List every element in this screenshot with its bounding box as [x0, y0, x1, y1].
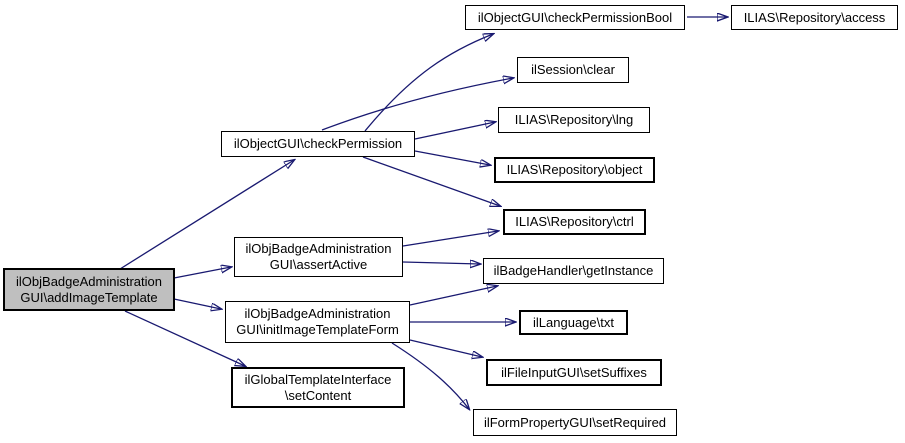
node-check-permission[interactable]: ilObjectGUI\checkPermission — [221, 131, 415, 157]
edge-addImageTemplate-checkPermission — [119, 160, 294, 270]
edge-addImageTemplate-setContent — [124, 310, 245, 366]
node-badge-handler-get-instance[interactable]: ilBadgeHandler\getInstance — [483, 258, 664, 284]
edge-initImageTemplateForm-setRequired — [391, 342, 469, 409]
node-assert-active[interactable]: ilObjBadgeAdministration GUI\assertActiv… — [234, 237, 403, 277]
edge-checkPermission-clear — [321, 78, 513, 131]
node-repository-object[interactable]: ILIAS\Repository\object — [494, 157, 655, 183]
node-set-content[interactable]: ilGlobalTemplateInterface \setContent — [231, 367, 405, 408]
edge-checkPermission-checkPermissionBool — [364, 34, 493, 132]
edge-addImageTemplate-assertActive — [173, 267, 231, 279]
node-form-property-set-required[interactable]: ilFormPropertyGUI\setRequired — [473, 409, 677, 436]
node-check-permission-bool[interactable]: ilObjectGUI\checkPermissionBool — [465, 5, 685, 30]
node-repository-access[interactable]: ILIAS\Repository\access — [731, 5, 898, 30]
edge-checkPermission-ctrl — [362, 156, 500, 206]
edge-initImageTemplateForm-getInstance — [409, 286, 497, 306]
node-language-txt[interactable]: ilLanguage\txt — [519, 310, 628, 335]
edge-addImageTemplate-initImageTemplateForm — [173, 298, 221, 309]
edge-checkPermission-lng — [414, 122, 495, 140]
edge-initImageTemplateForm-setSuffixes — [409, 339, 482, 357]
node-repository-ctrl[interactable]: ILIAS\Repository\ctrl — [503, 209, 646, 235]
node-add-image-template[interactable]: ilObjBadgeAdministration GUI\addImageTem… — [3, 268, 175, 311]
node-init-image-template-form[interactable]: ilObjBadgeAdministration GUI\initImageTe… — [225, 301, 410, 343]
edge-assertActive-ctrl — [402, 231, 498, 247]
node-file-input-set-suffixes[interactable]: ilFileInputGUI\setSuffixes — [486, 359, 662, 386]
edge-checkPermission-object — [414, 150, 490, 165]
node-repository-lng[interactable]: ILIAS\Repository\lng — [498, 107, 650, 133]
edge-assertActive-getInstance — [402, 262, 480, 264]
node-session-clear[interactable]: ilSession\clear — [517, 57, 629, 83]
